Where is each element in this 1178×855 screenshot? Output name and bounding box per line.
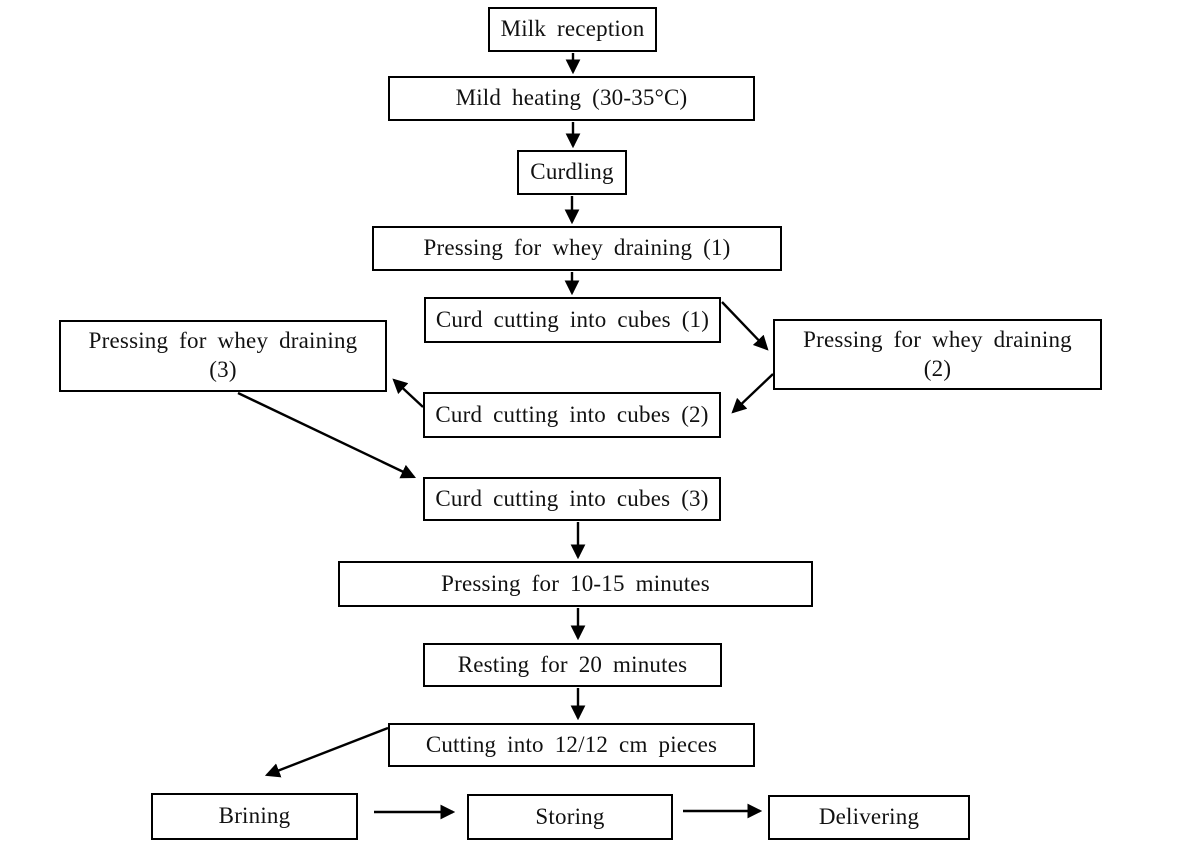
flow-node-label-line2: (3) (209, 357, 237, 382)
flow-node-curdling: Curdling (517, 150, 627, 195)
flow-node-label: Brining (218, 803, 291, 829)
flow-node-pressing-whey-3: Pressing for whey draining (3) (59, 320, 387, 392)
flow-node-pressing-whey-1: Pressing for whey draining (1) (372, 226, 782, 271)
flow-node-label: Mild heating (30-35°C) (455, 85, 688, 111)
flow-node-label: Delivering (818, 804, 920, 830)
arrow-curd-cutting-2-to-pressing-3 (392, 378, 424, 408)
flow-node-pressing-10-15-minutes: Pressing for 10-15 minutes (338, 561, 813, 607)
flow-node-label-line1: Pressing for whey draining (88, 328, 358, 354)
flow-node-resting-20-minutes: Resting for 20 minutes (423, 643, 722, 687)
flow-node-cutting-pieces: Cutting into 12/12 cm pieces (388, 723, 755, 767)
flow-node-storing: Storing (467, 794, 673, 840)
flow-node-label: Curd cutting into cubes (1) (435, 306, 710, 332)
flow-node-pressing-whey-2: Pressing for whey draining (2) (773, 319, 1102, 390)
arrow-curd-cutting-1-to-pressing-2 (721, 301, 769, 351)
arrow-cutting-pieces-to-brining (264, 726, 389, 778)
flow-node-label: Storing (535, 803, 605, 829)
flow-node-brining: Brining (151, 793, 358, 840)
arrow-pressing-2-to-curd-cutting-2 (731, 373, 774, 414)
flow-node-curd-cutting-2: Curd cutting into cubes (2) (423, 392, 721, 438)
flow-node-label-line2: (2) (923, 355, 952, 381)
flow-node-label: Pressing for whey draining (1) (423, 235, 731, 261)
flow-node-curd-cutting-1: Curd cutting into cubes (1) (424, 297, 721, 343)
flow-node-label: Curdling (530, 159, 614, 185)
flow-node-label: Curd cutting into cubes (3) (435, 485, 709, 511)
flow-node-mild-heating: Mild heating (30-35°C) (388, 76, 755, 121)
flow-node-label: Curd cutting into cubes (2) (435, 401, 709, 427)
flow-node-milk-reception: Milk reception (488, 7, 657, 52)
flow-node-label: Cutting into 12/12 cm pieces (425, 731, 718, 757)
flow-node-label: Resting for 20 minutes (457, 651, 688, 677)
flow-node-label-line1: Pressing for whey draining (803, 326, 1072, 352)
flow-node-curd-cutting-3: Curd cutting into cubes (3) (423, 477, 721, 521)
flow-node-label: Pressing for 10-15 minutes (441, 570, 710, 596)
arrow-pressing-3-to-curd-cutting-3 (237, 391, 417, 479)
flow-node-delivering: Delivering (768, 795, 970, 840)
flow-node-label: Milk reception (500, 16, 645, 42)
